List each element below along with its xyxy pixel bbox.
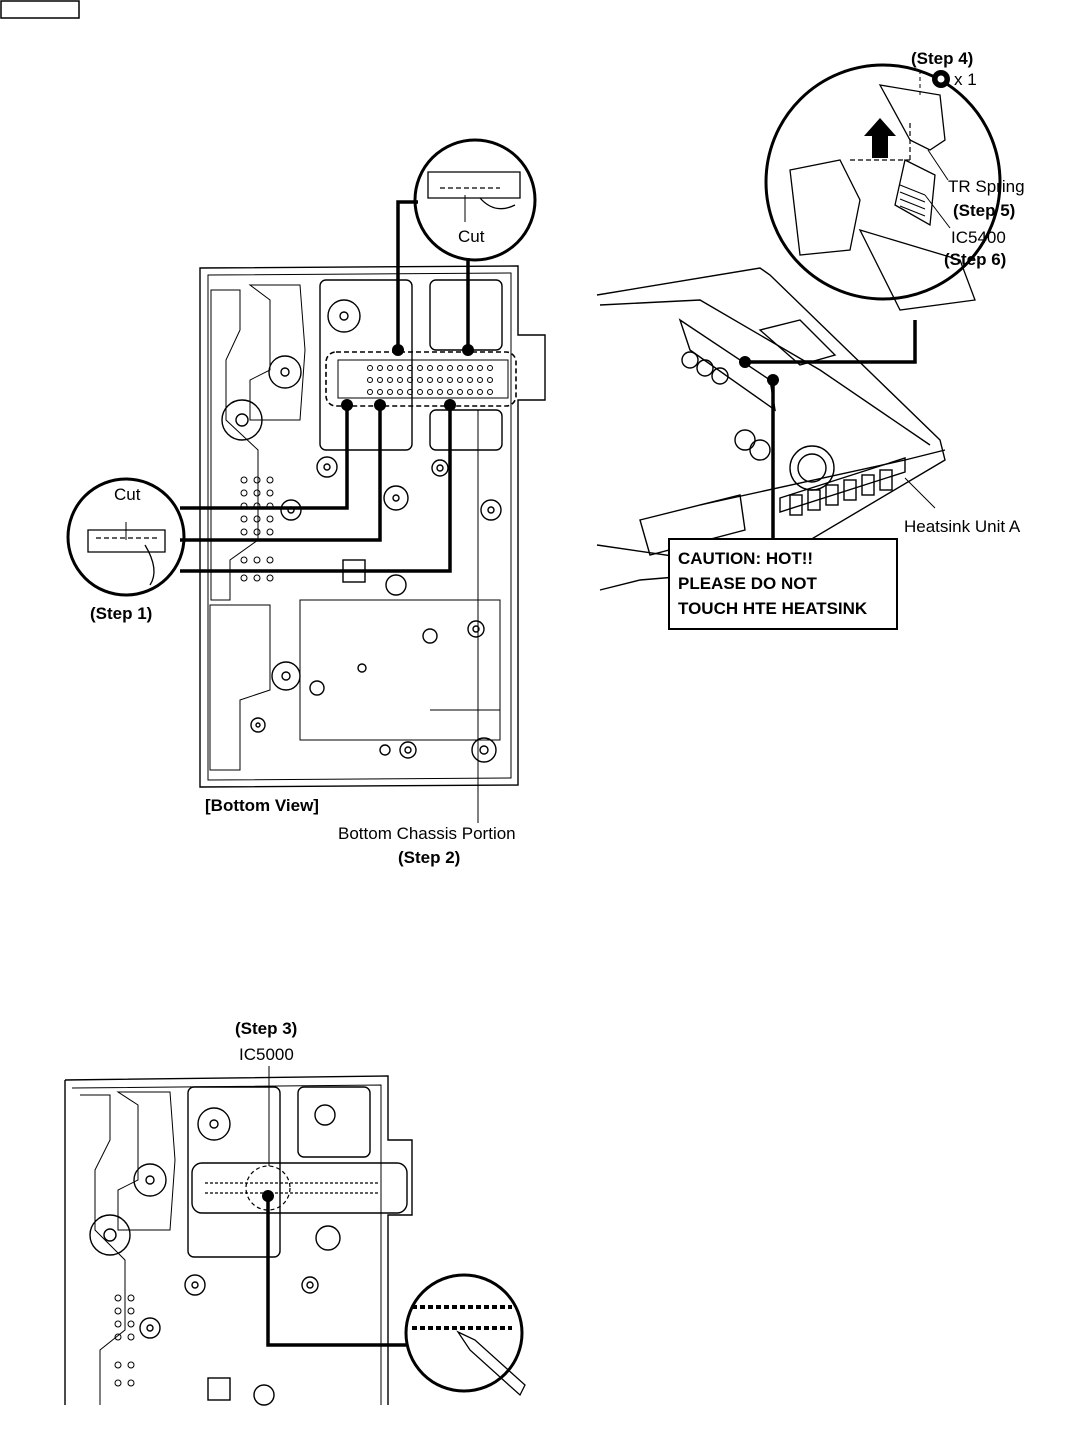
ic5000-chassis [64,1075,413,1406]
cut-magnifier-left [66,477,186,597]
heatsink-unit-leader [904,477,936,509]
cut-point [341,399,353,411]
ic-point [739,356,751,368]
arrow-up-icon [864,118,896,158]
step1-label: (Step 1) [90,604,153,623]
step4-label: (Step 4) [911,49,974,68]
top-cut-leaders [396,200,470,350]
ic5000-magnifier [404,1273,526,1397]
cut-label-top: Cut [458,227,485,246]
step3-label: (Step 3) [235,1019,298,1038]
heatsink-unit-label: Heatsink Unit A [904,517,1021,536]
cut-point [462,344,474,356]
screw-icon [932,70,950,88]
cut-magnifier-top [413,138,537,262]
ic5000-label: IC5000 [239,1045,294,1064]
bottom-view-chassis [199,265,546,788]
heatsink-point [767,374,779,386]
screw-count-label: x 1 [954,70,977,89]
ic5000-point [262,1190,274,1202]
cut-point [444,399,456,411]
header-box [0,0,80,19]
left-cut-leaders [180,405,452,573]
step6-label: (Step 6) [944,250,1007,269]
heatsink-leaders [745,320,917,540]
caution-line3: TOUCH HTE HEATSINK [678,599,868,618]
cut-point [392,344,404,356]
tr-spring-label: TR Spring [948,177,1025,196]
heatsink-magnifier [764,63,1002,311]
caution-box: CAUTION: HOT!! PLEASE DO NOT TOUCH HTE H… [668,538,898,630]
caution-line1: CAUTION: HOT!! [678,549,814,568]
cut-point [374,399,386,411]
step2-label: (Step 2) [398,848,461,867]
cut-label-left: Cut [114,485,141,504]
step5-label: (Step 5) [953,201,1016,220]
caution-line2: PLEASE DO NOT [678,574,817,593]
bottom-chassis-label: Bottom Chassis Portion [338,824,516,843]
ic5400-label: IC5400 [951,228,1006,247]
bottom-view-label: [Bottom View] [205,796,319,815]
ic5000-connector-line [266,1196,408,1347]
